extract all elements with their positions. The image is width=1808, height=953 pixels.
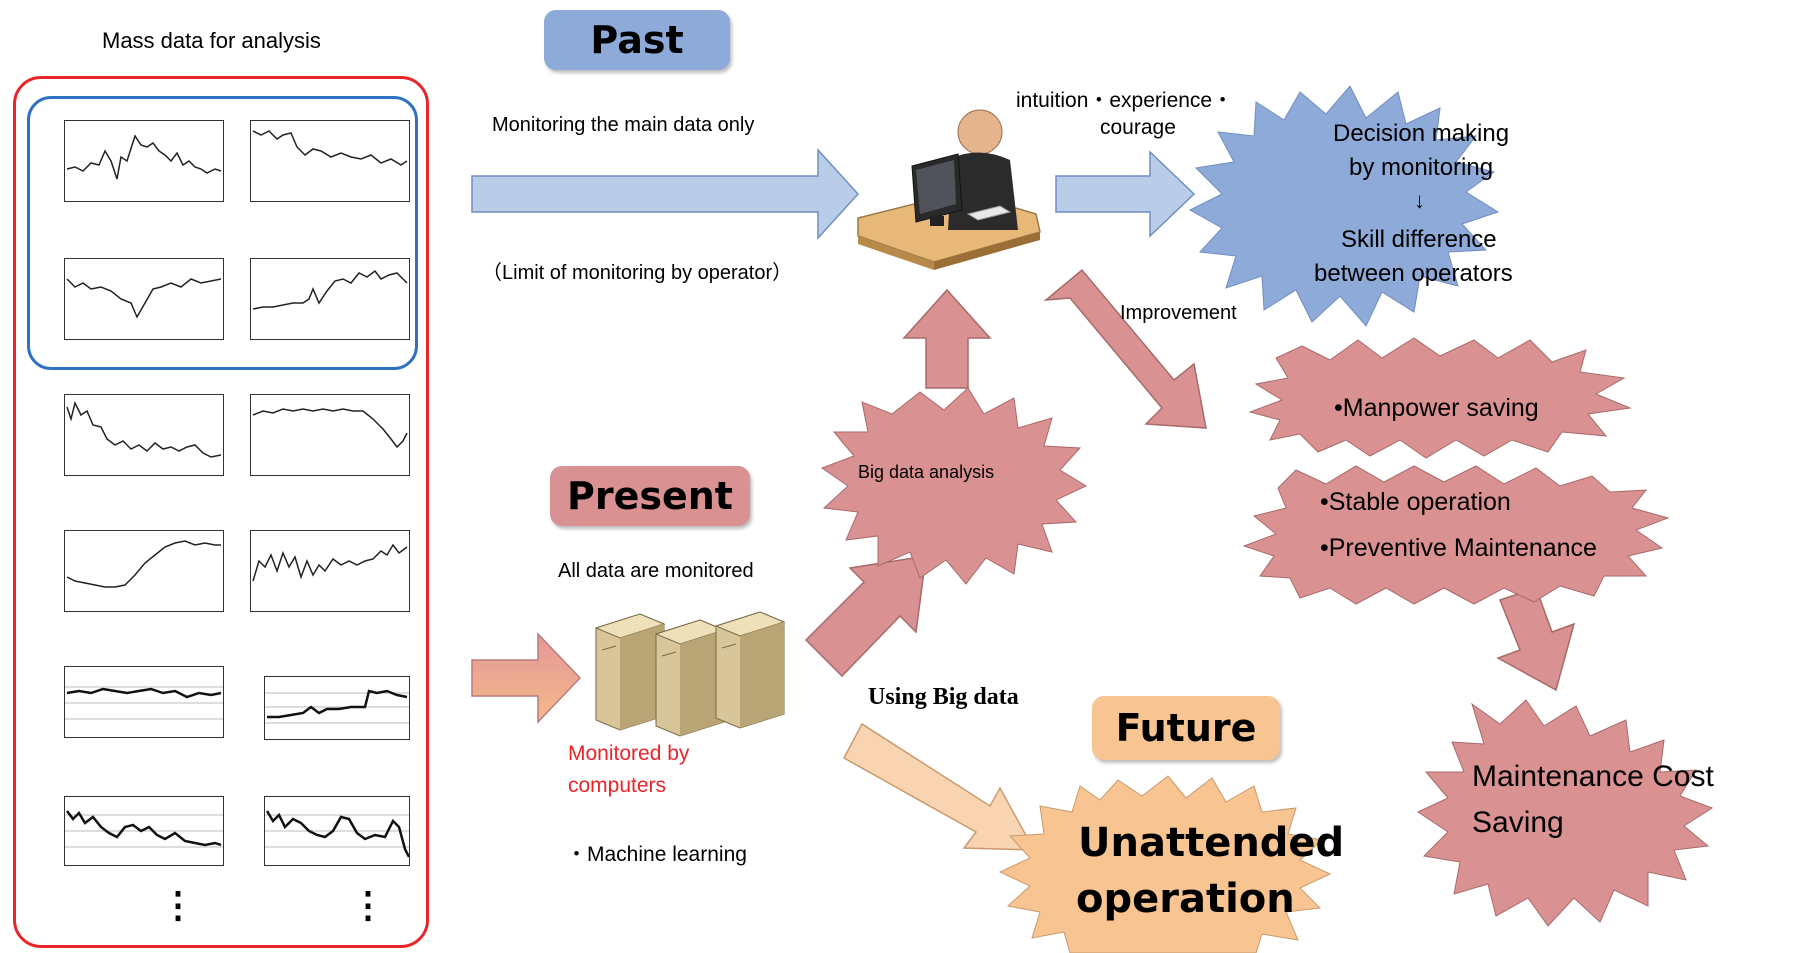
stable-burst (1242, 465, 1670, 605)
unattended-burst (998, 775, 1332, 953)
monitored-line2: computers (568, 774, 667, 797)
manpower-label: •Manpower saving (1334, 394, 1539, 422)
mass-data-frame (13, 76, 429, 948)
unattended-line1: Unattended (1078, 820, 1345, 866)
intuition-line1: intuition・experience・ (1016, 89, 1234, 112)
decision-line2: by monitoring (1349, 154, 1494, 181)
decision-line3: Skill difference (1341, 226, 1497, 253)
more-charts-dots-right: ⋮ (350, 884, 386, 925)
mini-chart-2 (250, 120, 410, 202)
mini-chart-12 (264, 796, 410, 866)
decision-line4: between operators (1314, 260, 1513, 287)
servers-illustration (594, 611, 786, 737)
maintenance-line1: Maintenance Cost (1472, 760, 1714, 793)
preventive-label: •Preventive Maintenance (1320, 534, 1597, 562)
all-data-arrow (471, 632, 582, 724)
improvement-arrow (1043, 268, 1207, 429)
mini-chart-4 (250, 258, 410, 340)
big-data-label: Big data analysis (858, 462, 995, 482)
big-data-burst (820, 387, 1088, 585)
operator-illustration (857, 109, 1041, 270)
mini-chart-3 (64, 258, 224, 340)
maintenance-arrow (1496, 587, 1576, 692)
decision-burst (1188, 85, 1500, 327)
decision-line1: Decision making (1333, 120, 1510, 147)
mini-chart-6 (250, 394, 410, 476)
past-label: Past (544, 10, 730, 70)
maintenance-line2: Saving (1472, 806, 1564, 839)
mass-data-title: Mass data for analysis (102, 28, 321, 53)
intuition-line2: courage (1100, 116, 1176, 139)
future-arrow (842, 722, 1036, 851)
using-big-data-label: Using Big data (868, 684, 1019, 710)
more-charts-dots-left: ⋮ (160, 884, 196, 925)
machine-learning-label: ・Machine learning (566, 843, 747, 866)
mini-chart-8 (250, 530, 410, 612)
present-label: Present (550, 466, 750, 526)
monitoring-arrow (471, 148, 860, 240)
mini-chart-9 (64, 666, 224, 738)
mini-chart-11 (64, 796, 224, 866)
stable-label: •Stable operation (1320, 488, 1511, 516)
manpower-burst (1248, 337, 1632, 459)
decision-arrow: ↓ (1414, 188, 1425, 213)
mini-chart-5 (64, 394, 224, 476)
mini-chart-7 (64, 530, 224, 612)
analysis-up-arrow (902, 288, 992, 389)
mini-chart-10 (264, 676, 410, 740)
limit-caption: （Limit of monitoring by operator） (482, 262, 793, 284)
future-label: Future (1092, 696, 1280, 760)
all-data-label: All data are monitored (558, 560, 754, 582)
computers-to-analysis-arrow (804, 555, 927, 678)
main-data-frame (27, 96, 418, 370)
mini-chart-1 (64, 120, 224, 202)
unattended-line2: operation (1076, 876, 1295, 922)
intuition-arrow (1055, 150, 1196, 238)
monitoring-caption: Monitoring the main data only (492, 114, 755, 136)
monitored-line1: Monitored by (568, 742, 690, 765)
improvement-label: Improvement (1120, 302, 1237, 324)
maintenance-burst (1416, 699, 1714, 927)
